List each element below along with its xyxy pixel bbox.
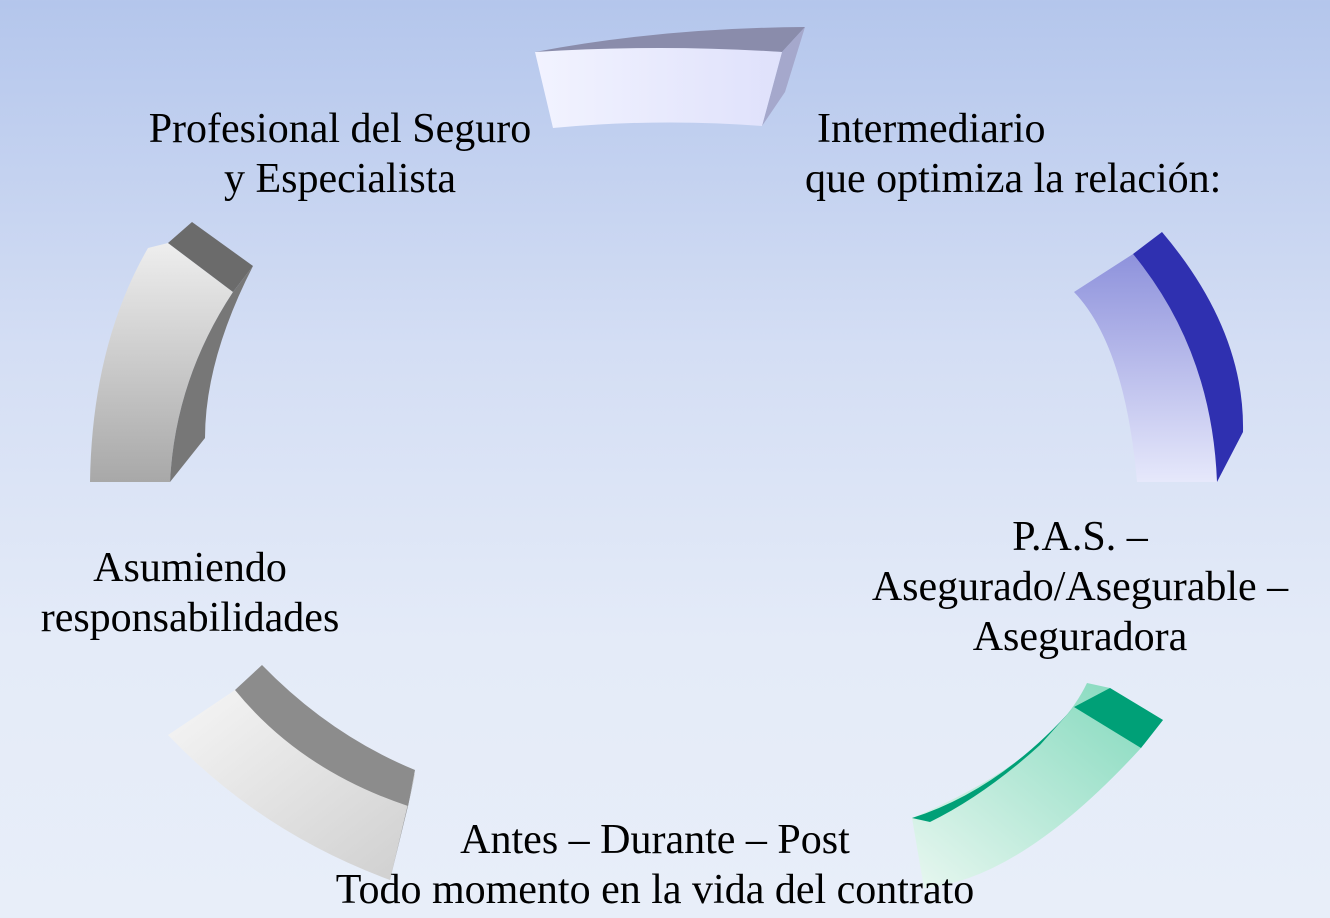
- cycle-segment-left: [90, 222, 253, 482]
- label-pas-line-1: P.A.S. –: [1012, 514, 1148, 560]
- label-asumiendo-line-2: responsabilidades: [40, 595, 340, 641]
- label-intermediario: Intermediario que optimiza la relación:: [805, 104, 1325, 204]
- label-pas-line-2: Asegurado/Asegurable –: [871, 564, 1289, 610]
- label-intermediario-line-2: que optimiza la relación:: [805, 156, 1222, 202]
- label-profesional-line-2: y Especialista: [223, 156, 457, 202]
- label-intermediario-line-1: Intermediario: [817, 106, 1046, 152]
- label-profesional-line-1: Profesional del Seguro: [148, 106, 532, 152]
- label-pas: P.A.S. – Asegurado/Asegurable – Asegurad…: [820, 512, 1330, 662]
- label-antes-line-1: Antes – Durante – Post: [460, 817, 850, 863]
- label-asumiendo-line-1: Asumiendo: [93, 545, 287, 591]
- label-pas-line-3: Aseguradora: [972, 614, 1188, 660]
- cycle-segment-bottom-right: [912, 683, 1163, 888]
- label-antes: Antes – Durante – Post Todo momento en l…: [255, 815, 1055, 915]
- label-antes-line-2: Todo momento en la vida del contrato: [335, 867, 975, 913]
- label-asumiendo: Asumiendo responsabilidades: [0, 543, 380, 643]
- cycle-segment-right: [1074, 232, 1244, 482]
- label-profesional: Profesional del Seguro y Especialista: [70, 104, 610, 204]
- cycle-segment-top: [535, 27, 805, 128]
- cycle-segment-bottom-left: [168, 665, 415, 880]
